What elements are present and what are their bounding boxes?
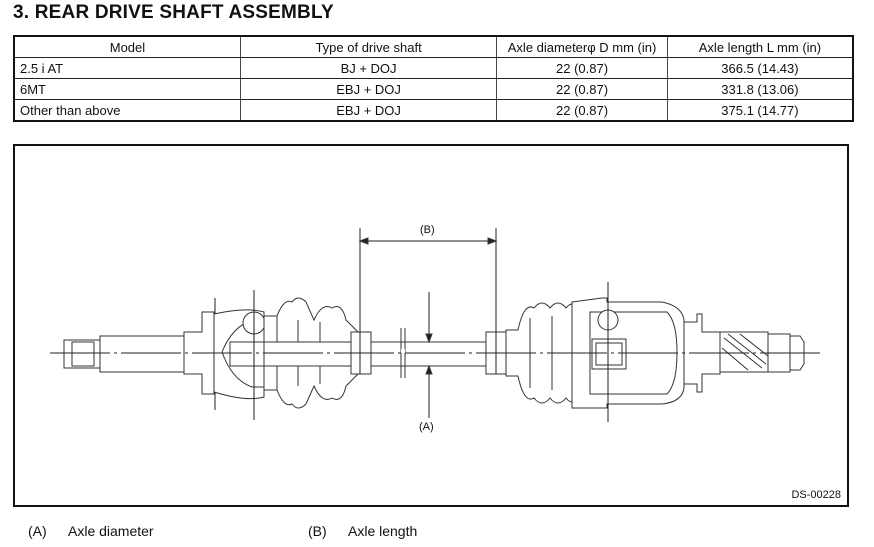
cell-model: 2.5 i AT (12, 57, 241, 79)
cell-length: 375.1 (14.77) (666, 99, 854, 122)
label-a: (A) (419, 421, 434, 433)
legend-text: Axle diameter (68, 523, 154, 539)
table-row: 6MT EBJ + DOJ 22 (0.87) 331.8 (13.06) (12, 78, 854, 100)
header-diameter: Axle diameterφ D mm (in) (496, 35, 668, 58)
cell-length: 331.8 (13.06) (666, 78, 854, 100)
table-row: 2.5 i AT BJ + DOJ 22 (0.87) 366.5 (14.43… (12, 57, 854, 79)
cell-model: Other than above (12, 99, 241, 122)
cell-model: 6MT (12, 78, 241, 100)
header-model: Model (12, 35, 241, 58)
label-b: (B) (420, 224, 435, 236)
drive-shaft-drawing: (B) (A) (50, 224, 820, 433)
legend-item-b: (B) Axle length (308, 523, 417, 539)
legend-key: (B) (308, 523, 327, 539)
cell-diameter: 22 (0.87) (496, 99, 668, 122)
table-row: Other than above EBJ + DOJ 22 (0.87) 375… (12, 99, 854, 122)
cell-diameter: 22 (0.87) (496, 78, 668, 100)
cell-diameter: 22 (0.87) (496, 57, 668, 79)
figure-id: DS-00228 (791, 489, 841, 501)
header-length: Axle length L mm (in) (666, 35, 854, 58)
cell-length: 366.5 (14.43) (666, 57, 854, 79)
drive-shaft-diagram: (B) (A) DS-00228 (13, 144, 849, 507)
page-title: 3. REAR DRIVE SHAFT ASSEMBLY (13, 2, 334, 23)
legend-text: Axle length (348, 523, 418, 539)
header-type: Type of drive shaft (239, 35, 498, 58)
table-header-row: Model Type of drive shaft Axle diameterφ… (12, 35, 854, 58)
cell-type: EBJ + DOJ (239, 99, 498, 122)
legend-item-a: (A) Axle diameter (28, 523, 154, 539)
cell-type: BJ + DOJ (239, 57, 498, 79)
cell-type: EBJ + DOJ (239, 78, 498, 100)
legend-key: (A) (28, 523, 47, 539)
spec-table: Model Type of drive shaft Axle diameterφ… (12, 35, 854, 122)
